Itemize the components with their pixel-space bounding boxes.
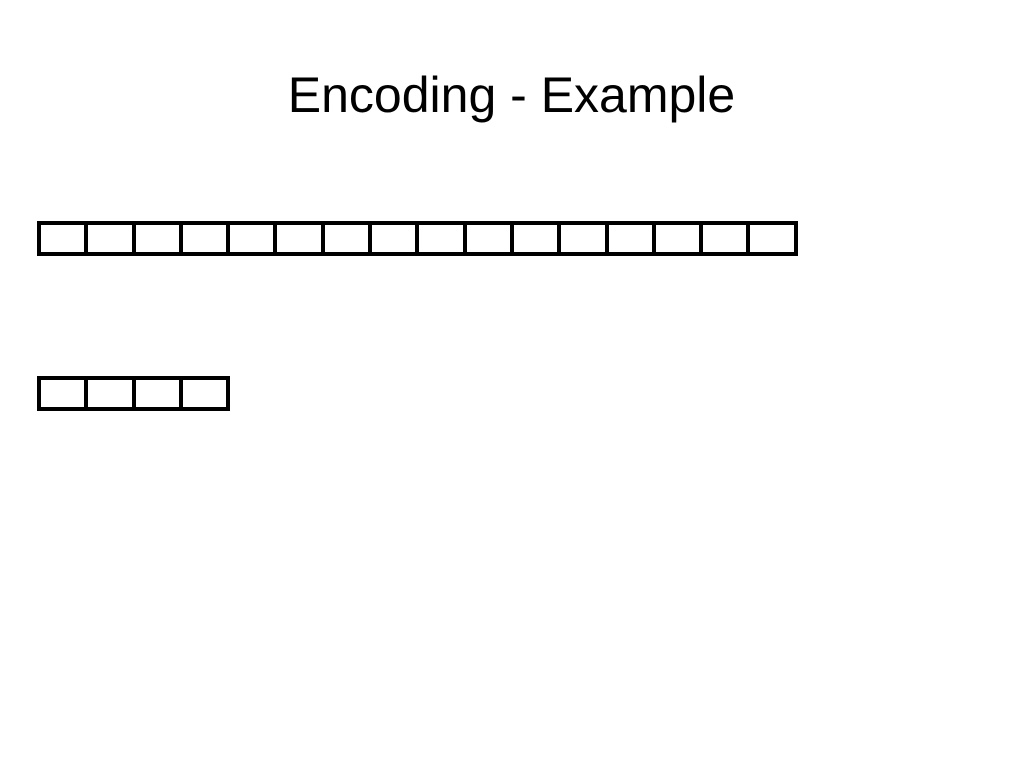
bit-cell bbox=[368, 221, 420, 256]
short-bit-row bbox=[37, 376, 231, 411]
bit-cell bbox=[415, 221, 467, 256]
bit-cell bbox=[178, 221, 231, 256]
bit-cell bbox=[462, 221, 514, 256]
bit-cell bbox=[84, 221, 136, 256]
bit-cell bbox=[557, 221, 609, 256]
slide-title: Encoding - Example bbox=[287, 67, 736, 123]
bit-cell bbox=[273, 221, 325, 256]
bit-cell bbox=[651, 221, 704, 256]
long-bit-row bbox=[37, 221, 798, 256]
bit-cell bbox=[699, 221, 751, 256]
bit-cell bbox=[178, 376, 231, 411]
bit-cell bbox=[746, 221, 798, 256]
bit-cell bbox=[604, 221, 656, 256]
bit-cell bbox=[226, 221, 278, 256]
bit-cell bbox=[37, 221, 89, 256]
bit-cell bbox=[131, 221, 183, 256]
bit-cell bbox=[320, 221, 373, 256]
bit-cell bbox=[509, 221, 562, 256]
bit-cell bbox=[37, 376, 89, 411]
bit-cell bbox=[131, 376, 183, 411]
bit-cell bbox=[84, 376, 136, 411]
